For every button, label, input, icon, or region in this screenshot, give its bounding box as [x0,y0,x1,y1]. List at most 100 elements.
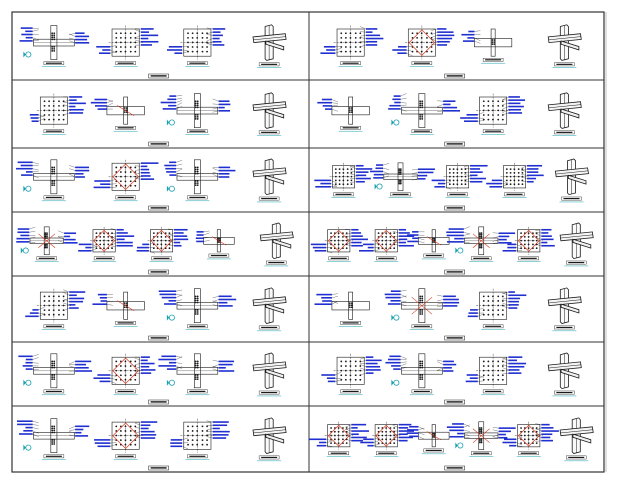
bolt-hole [53,168,56,171]
bolt-hole [398,173,401,176]
callout-text [92,303,107,305]
bolt-hole [523,235,526,238]
callout-text [100,300,107,302]
leader-line [134,434,141,437]
callout-text [351,244,363,247]
bolt-hole [201,434,204,437]
caption-text [485,130,502,132]
leader-line [535,423,542,425]
leader-line [176,356,183,360]
leader-line [400,97,407,100]
bolt-hole [350,306,353,309]
callout-text [99,297,107,299]
bolt-hole [134,369,137,372]
bolt-hole [501,304,504,307]
bolt-hole [487,378,490,381]
callout-text [467,315,478,318]
leader-line [32,168,39,171]
leader-line [502,291,509,294]
callout-text [437,37,453,40]
callout-text [360,441,374,444]
bolt-hole [487,295,490,298]
bolt-hole [119,439,122,442]
leader-line [176,366,183,370]
leader-line [206,430,213,432]
bolt-hole [53,166,56,169]
leader-line [502,106,509,110]
callout-text [469,377,478,379]
leader-line [176,168,183,173]
bolt-hole [124,430,127,432]
detail-caption [113,389,138,396]
bolt-hole [513,175,516,178]
callout-text [356,177,371,180]
callout-text [508,99,526,101]
bolt-hole [527,430,530,433]
bolt-hole [421,366,424,369]
weld-outline [93,229,116,252]
callout-text [454,237,464,240]
leader-line [359,31,366,33]
callout-text [463,120,478,122]
callout-text [461,33,475,36]
bolt-hole [53,431,56,434]
callout-text [140,430,155,433]
bolt-hole [416,36,419,39]
bolt-hole [129,180,132,183]
section-arrow [455,442,458,449]
bolt-hole [196,172,199,175]
caption-box [340,321,361,325]
bolt-hole [218,237,221,240]
connection-detail [559,222,594,267]
bolt-hole [340,36,343,39]
bolt-hole [194,297,197,300]
bolt-hole [350,302,353,305]
bolt-hole [487,104,490,107]
callout-text [218,367,226,369]
bolt-hole [348,304,351,307]
leader-line [383,163,390,166]
callout-text [326,49,336,51]
bolt-hole [51,439,54,441]
bolt-hole [129,434,132,437]
bolt-hole [333,243,336,246]
callout-text [75,360,92,363]
bolt-hole [432,432,434,435]
leader-line [477,313,484,317]
caption-text [342,390,359,392]
leader-line [176,356,183,358]
leader-line [474,40,481,44]
bolt-hole [430,32,433,35]
connection-detail [392,25,455,67]
leader-line [359,37,366,39]
bolt-hole [58,304,60,307]
bolt-hole [448,171,451,174]
bolt-hole [421,301,424,304]
detail-caption [41,129,66,135]
connection-detail [388,93,461,135]
leader-line [110,178,117,182]
caption-box [447,192,468,197]
caption-box [43,61,65,65]
callout-text [323,46,336,48]
bolt-hole [196,46,199,48]
bolt-hole [160,239,163,242]
caption-text [330,452,347,454]
bolt-hole [501,104,504,107]
callout-text [351,235,363,237]
callout-text [324,108,332,110]
bolt-hole [134,32,137,35]
bolt-hole [194,168,197,171]
bolt-hole [53,366,56,369]
callout-text [29,312,39,314]
leader-line [38,306,45,311]
bolt-hole [164,243,167,246]
bolt-hole [44,237,47,240]
connection-detail [252,287,287,332]
caption-box [258,62,280,67]
leader-line [400,367,407,370]
callout-text [359,249,374,252]
bolt-hole [334,175,337,178]
bolt-hole [58,300,60,302]
bolt-hole [456,175,459,178]
